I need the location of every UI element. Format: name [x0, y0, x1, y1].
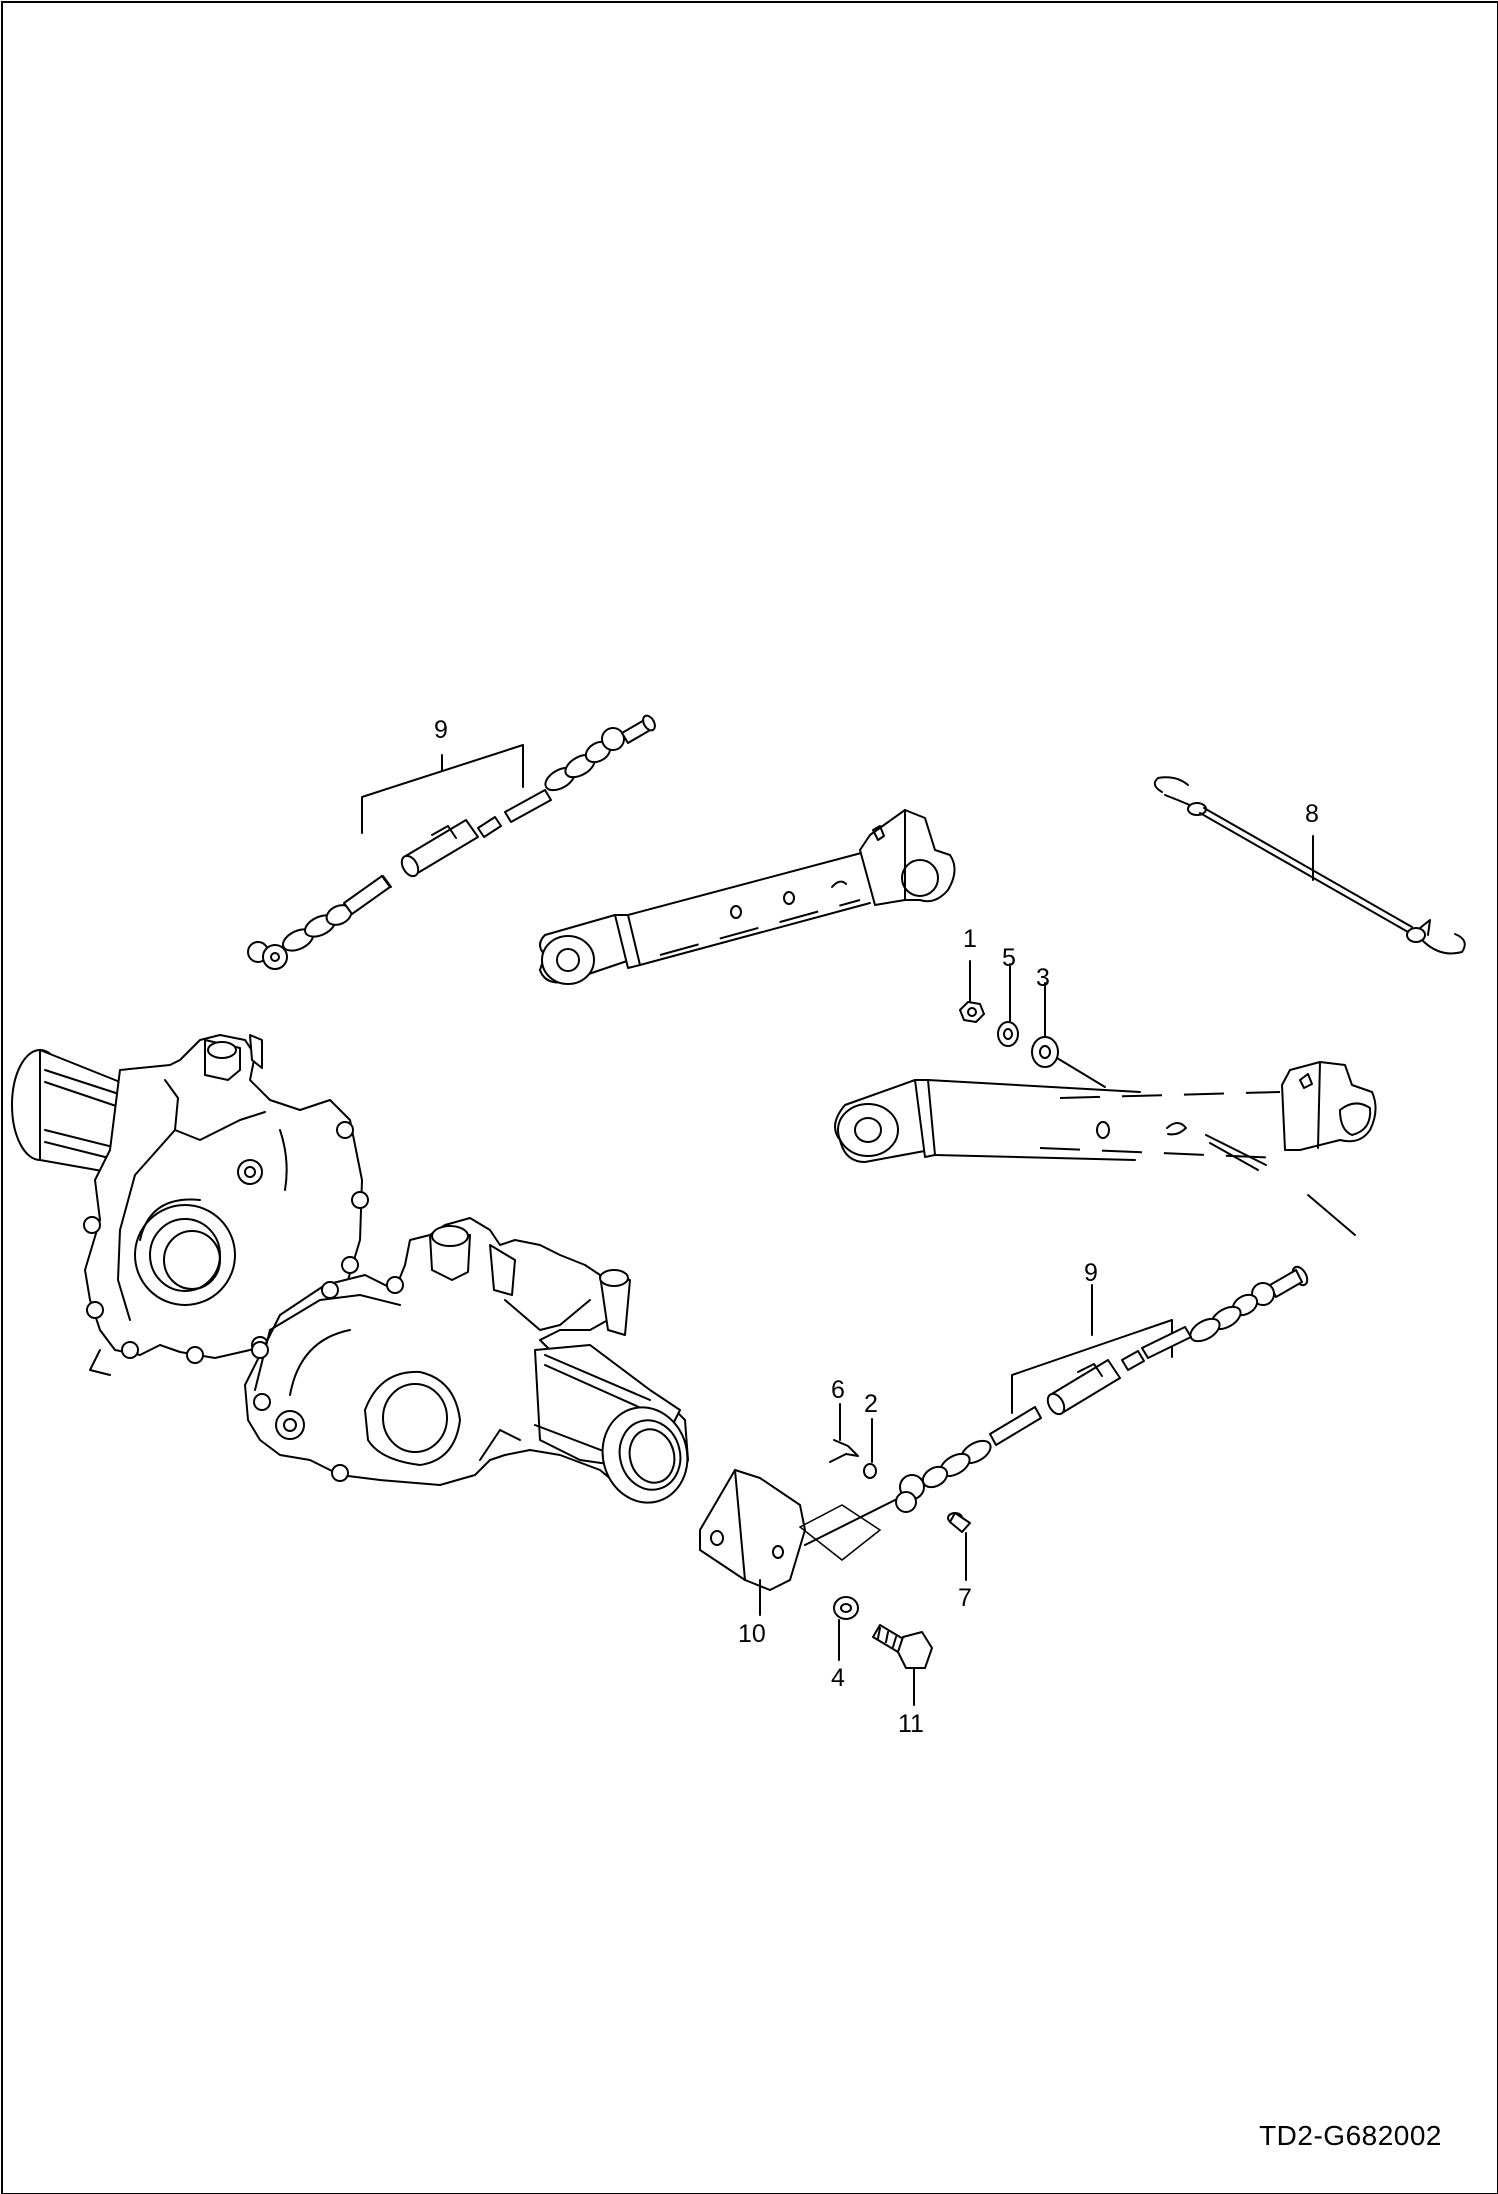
callout-2: 2 — [864, 1390, 878, 1418]
callout-9-upper: 9 — [434, 716, 448, 744]
callout-labels: 9 8 1 5 3 9 6 2 7 10 4 11 — [434, 716, 1319, 1738]
bracket-bolt-assembly — [699, 1469, 933, 1706]
lift-rod-assembly — [1153, 776, 1466, 955]
callout-6: 6 — [831, 1376, 845, 1404]
callout-9-lower: 9 — [1084, 1259, 1098, 1287]
callout-3: 3 — [1036, 964, 1050, 992]
callout-11: 11 — [898, 1710, 924, 1738]
callout-1: 1 — [963, 925, 977, 953]
callout-10: 10 — [738, 1620, 766, 1648]
callout-8: 8 — [1305, 800, 1319, 828]
callout-5: 5 — [1002, 944, 1016, 972]
lower-check-chain-assembly — [804, 1265, 1309, 1581]
lower-link-arm — [834, 1061, 1377, 1236]
callout-4: 4 — [831, 1664, 845, 1692]
nut-and-washers — [959, 960, 1106, 1088]
right-axle-housing — [244, 1217, 689, 1504]
upper-check-chain-assembly — [247, 714, 656, 970]
diagram-code: TD2-G682002 — [1259, 2120, 1442, 2151]
callout-7: 7 — [958, 1584, 972, 1612]
left-axle-housing — [11, 1034, 369, 1376]
upper-lower-link-arm — [539, 809, 956, 985]
